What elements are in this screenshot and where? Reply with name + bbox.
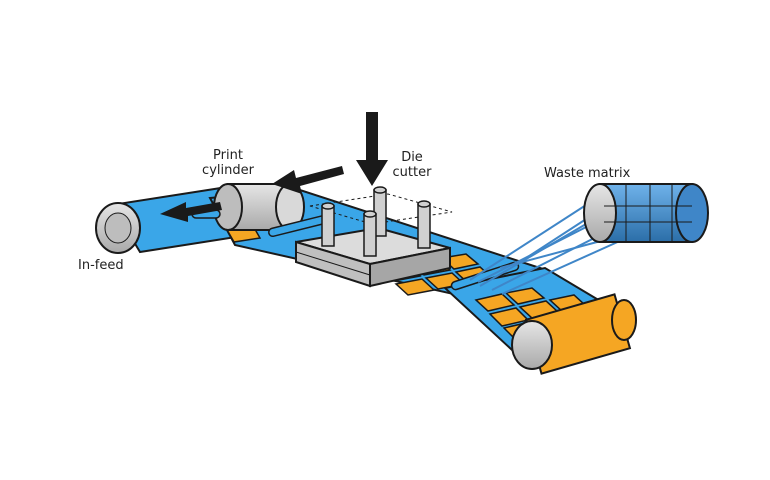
waste-matrix-roll <box>583 183 709 243</box>
die-posts <box>321 186 431 257</box>
out-feed-roller <box>511 293 637 375</box>
waste-matrix-label: Waste matrix <box>544 166 631 181</box>
die-cutter-label: Die cutter <box>388 150 436 180</box>
arrow-down-die <box>356 112 388 186</box>
die-cutter-label-line1: Die <box>401 150 423 165</box>
in-feed-roller <box>95 202 141 254</box>
arrow-left-print <box>272 166 344 194</box>
die-guide-frame <box>309 193 453 225</box>
print-cylinder <box>213 183 305 231</box>
print-cylinder-label: Print cylinder <box>198 148 258 178</box>
in-feed-label: In-feed <box>78 258 124 273</box>
die-cutter-label-line2: cutter <box>392 165 432 180</box>
print-cylinder-label-line1: Print <box>213 148 243 163</box>
print-cylinder-label-line2: cylinder <box>202 163 254 178</box>
arrow-feed-direction <box>160 202 222 222</box>
